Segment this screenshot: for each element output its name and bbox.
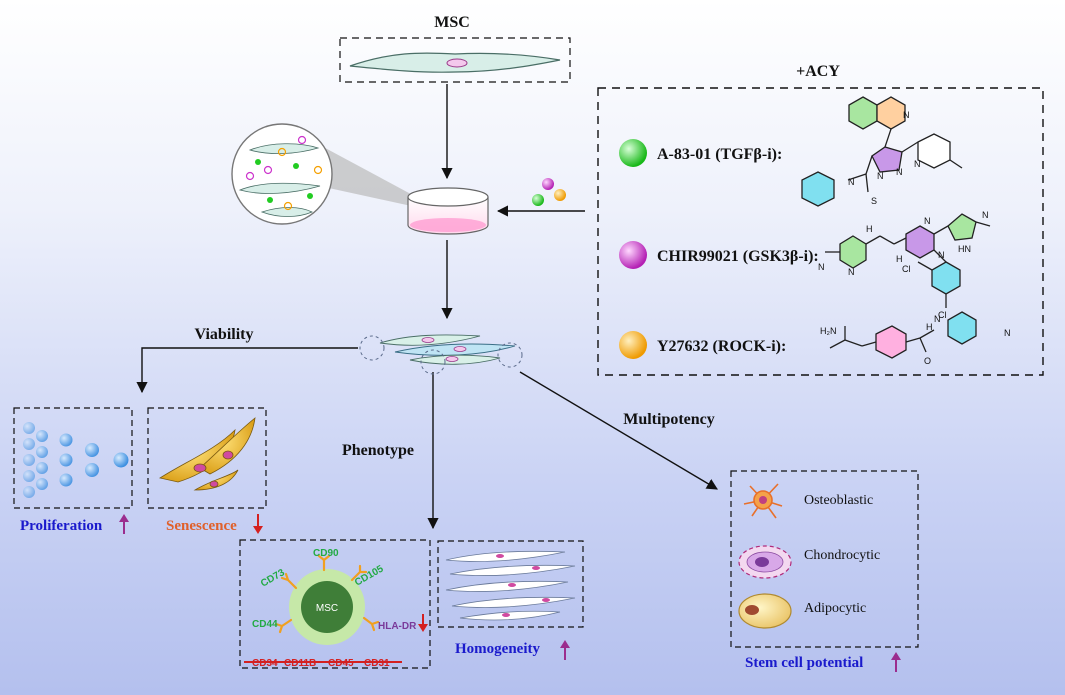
marker-cd44: CD44 [252, 619, 278, 630]
svg-text:H: H [866, 224, 873, 234]
chondrocyte-icon [738, 545, 792, 579]
marker-cd34: CD34 [252, 658, 278, 669]
negative-markers: CD34 CD11B CD45 CD31 [252, 658, 390, 669]
inhibitor-chir99021: CHIR99021 (GSK3β-i): [619, 241, 819, 269]
svg-text:N: N [818, 262, 825, 272]
svg-text:N: N [914, 159, 921, 169]
inhibitor-a83-01: A-83-01 (TGFβ-i): [619, 139, 782, 167]
homogeneous-nuclei [496, 554, 550, 617]
svg-text:H: H [896, 254, 903, 264]
svg-text:H: H [926, 322, 933, 332]
svg-text:N: N [982, 210, 989, 220]
msc-cell [349, 52, 561, 73]
svg-text:N: N [924, 216, 931, 226]
marker-cd105: CD105 [353, 563, 386, 588]
multipotency-box [730, 470, 919, 648]
inhibitor-spheres-icon [532, 178, 566, 206]
hla-down-arrow-icon [418, 614, 428, 632]
acy-title: +ACY [796, 63, 840, 80]
antibody-icons [274, 554, 380, 634]
result-proliferation: Proliferation [20, 518, 103, 534]
marker-cd11b: CD11B [284, 658, 316, 669]
result-homogeneity: Homogeneity [455, 641, 540, 657]
branch-multipotency: Multipotency [623, 411, 715, 428]
homogeneous-cells-icon [445, 550, 576, 621]
svg-text:Cl: Cl [902, 264, 911, 274]
y27632-atoms: H₂N O H N N [820, 314, 1011, 366]
proliferation-cells-icon [23, 422, 129, 498]
inhibitor-y27632-label: Y27632 (ROCK-i): [657, 338, 786, 355]
marker-cell-center: MSC [316, 603, 338, 614]
svg-text:N: N [938, 250, 945, 260]
chir99021-structure-icon [825, 213, 991, 308]
acy-box [597, 87, 1044, 376]
tgfb-inhibitor-icon [619, 139, 647, 167]
svg-text:N: N [877, 171, 884, 181]
senescent-cells-icon [158, 417, 256, 491]
svg-text:N: N [1004, 328, 1011, 338]
svg-text:N: N [896, 167, 903, 177]
phenotype-markers-box [239, 539, 431, 669]
stem-cell-up-arrow-icon [891, 652, 901, 672]
gsk3b-inhibitor-icon [619, 241, 647, 269]
inhibitor-chir99021-label: CHIR99021 (GSK3β-i): [657, 248, 819, 265]
rock-inhibitor-icon [619, 331, 647, 359]
homogeneity-box [437, 540, 584, 628]
marker-cd45: CD45 [328, 658, 354, 669]
svg-text:H₂N: H₂N [820, 326, 837, 336]
proliferation-box [13, 407, 133, 509]
inhibitor-y27632: Y27632 (ROCK-i): [619, 331, 786, 359]
svg-text:O: O [924, 356, 931, 366]
svg-text:Cl: Cl [938, 310, 947, 320]
flow-arrows [136, 84, 718, 530]
marker-cd73: CD73 [259, 567, 287, 590]
result-stem-cell-potential: Stem cell potential [745, 655, 863, 671]
adipocyte-icon [738, 593, 792, 629]
marker-cd90: CD90 [313, 548, 339, 559]
chir99021-atoms: N N H H N N N HN Cl Cl [818, 210, 989, 320]
branch-viability: Viability [195, 326, 254, 343]
svg-text:HN: HN [958, 244, 971, 254]
senescence-down-arrow-icon [253, 514, 263, 534]
marker-hla-dr: HLA-DR [378, 621, 417, 632]
treated-msc-cells [359, 334, 523, 375]
svg-text:N: N [934, 314, 941, 324]
magnified-culture-view [231, 123, 448, 225]
branch-phenotype: Phenotype [342, 442, 414, 459]
svg-text:S: S [871, 196, 877, 206]
osteoblast-icon [743, 483, 783, 519]
result-senescence: Senescence [166, 518, 237, 534]
lineage-chondrocytic: Chondrocytic [804, 548, 880, 563]
homogeneity-up-arrow-icon [560, 640, 570, 660]
msc-cell-box [339, 37, 571, 83]
svg-text:N: N [848, 267, 855, 277]
senescence-box [147, 407, 267, 509]
lineage-osteoblastic: Osteoblastic [804, 493, 873, 508]
y27632-structure-icon [829, 311, 977, 359]
msc-marker-cell: MSC [289, 569, 365, 645]
marker-cd31: CD31 [364, 658, 390, 669]
msc-title: MSC [434, 14, 470, 31]
svg-text:N: N [903, 110, 910, 120]
lineage-adipocytic: Adipocytic [804, 601, 866, 616]
inhibitor-a83-01-label: A-83-01 (TGFβ-i): [657, 146, 782, 163]
proliferation-up-arrow-icon [119, 514, 129, 534]
a83-01-atoms: N N N N S N [848, 110, 921, 206]
petri-dish-icon [407, 187, 489, 235]
svg-text:N: N [848, 177, 855, 187]
a83-01-structure-icon [801, 96, 963, 207]
